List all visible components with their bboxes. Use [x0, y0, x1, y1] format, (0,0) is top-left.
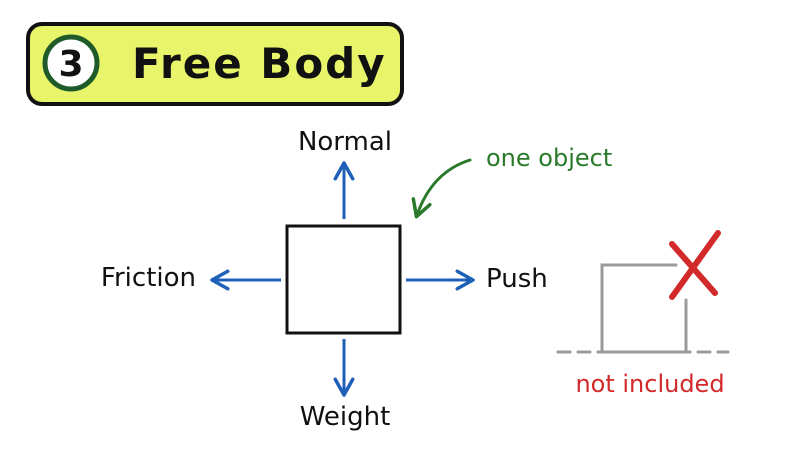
title-banner: 3 Free Body — [26, 22, 404, 106]
not-included-label: not included — [575, 370, 724, 398]
normal-label: Normal — [298, 127, 392, 157]
excluded-box — [600, 263, 688, 354]
step-badge — [42, 34, 100, 92]
push-label: Push — [486, 264, 548, 294]
one-object-annotation: one object — [486, 144, 612, 172]
banner-background — [26, 22, 404, 106]
x-mark-icon — [669, 230, 721, 300]
friction-label: Friction — [101, 263, 196, 293]
annotation-arrow — [411, 158, 472, 219]
object-box — [285, 224, 402, 335]
weight-label: Weight — [300, 402, 391, 432]
excluded-object: not included — [556, 230, 730, 398]
step-number: 3 — [58, 44, 83, 85]
page-title: Free Body — [132, 39, 387, 88]
